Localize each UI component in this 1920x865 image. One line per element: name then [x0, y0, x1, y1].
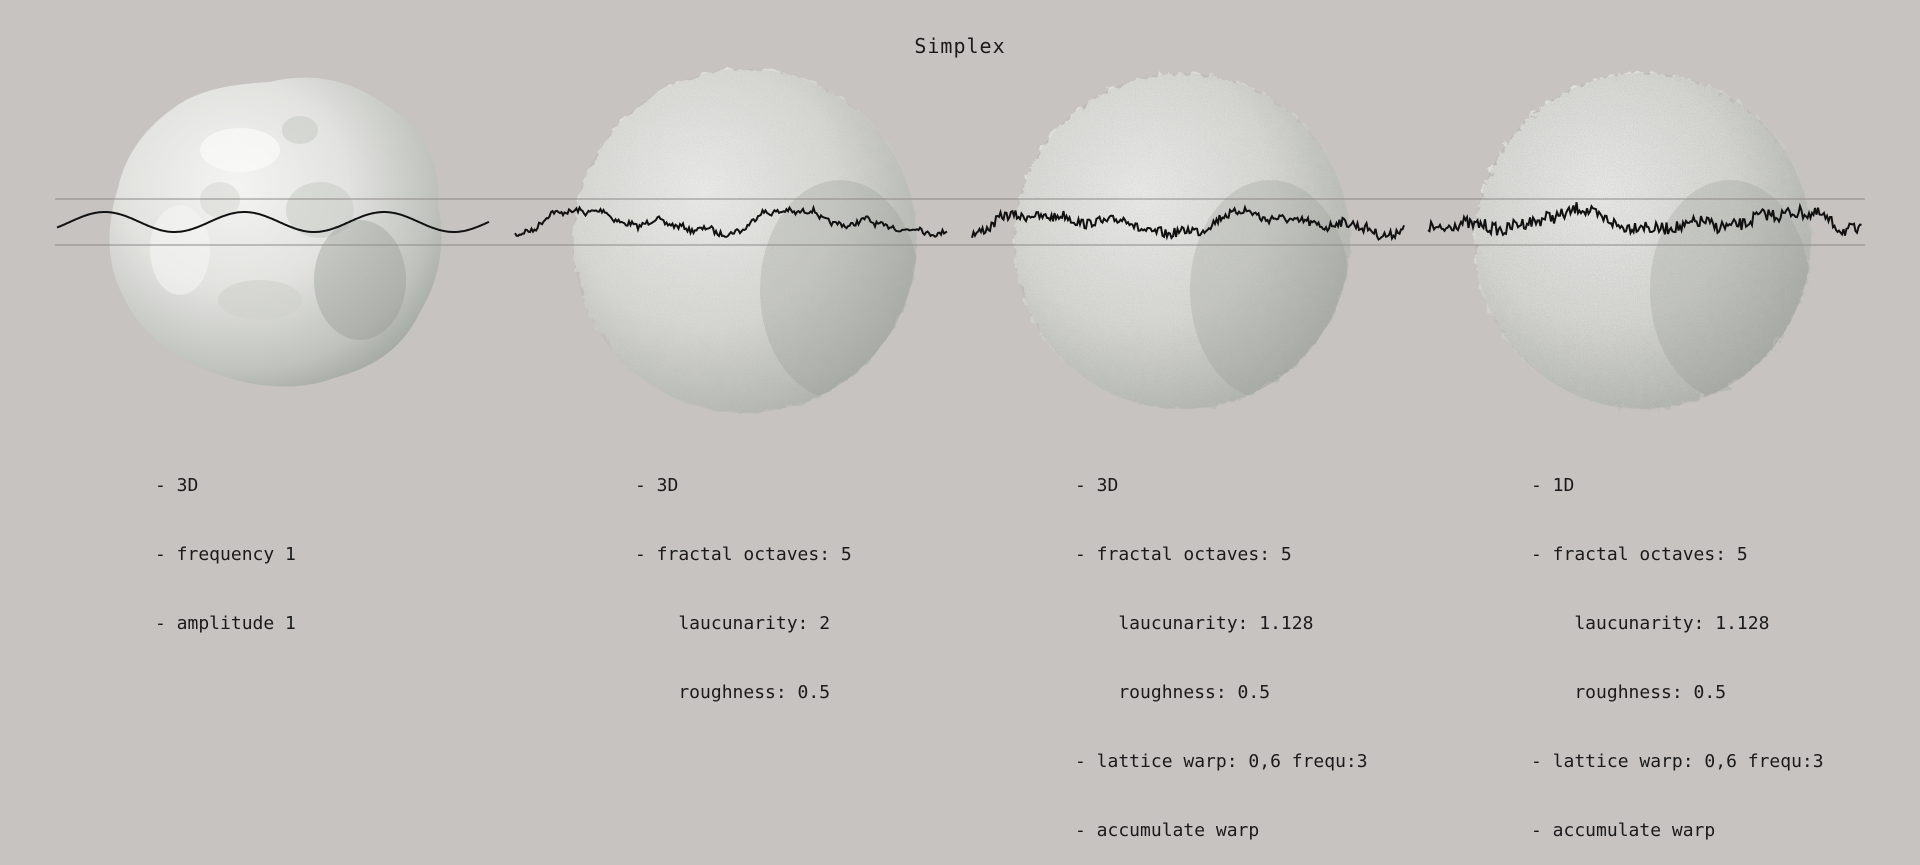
noise-spheres-figure — [55, 69, 1865, 413]
caption-line: roughness: 0.5 — [635, 682, 831, 703]
caption-line: - frequency 1 — [155, 544, 296, 565]
sphere-fractal-lattice-warp-1d — [1475, 73, 1811, 409]
sphere-smooth-3d — [109, 77, 442, 387]
caption-line: laucunarity: 2 — [635, 613, 831, 634]
caption-line: - 3D — [155, 475, 199, 496]
caption-line: - lattice warp: 0,6 frequ:3 — [1531, 751, 1824, 772]
caption-line: - 3D — [635, 475, 679, 496]
sphere-fractal-3d — [573, 69, 917, 413]
caption-line: - accumulate warp — [1531, 820, 1716, 841]
page-title: Simplex — [914, 34, 1006, 58]
noise-curve-1 — [56, 211, 490, 233]
caption-line: - 3D — [1075, 475, 1119, 496]
caption-line: laucunarity: 1.128 — [1531, 613, 1770, 634]
sphere-fractal-lattice-warp-3d — [1014, 73, 1350, 409]
noise-curve-3 — [971, 204, 1405, 242]
caption-panel-2: - 3D - fractal octaves: 5 laucunarity: 2… — [635, 428, 852, 727]
caption-line: roughness: 0.5 — [1531, 682, 1727, 703]
caption-line: - accumulate warp — [1075, 820, 1260, 841]
caption-panel-1: - 3D - frequency 1 - amplitude 1 — [155, 428, 296, 658]
noise-curve-4 — [1427, 202, 1862, 237]
caption-panel-3: - 3D - fractal octaves: 5 laucunarity: 1… — [1075, 428, 1368, 865]
caption-line: - 1D — [1531, 475, 1575, 496]
caption-line: laucunarity: 1.128 — [1075, 613, 1314, 634]
caption-panel-4: - 1D - fractal octaves: 5 laucunarity: 1… — [1531, 428, 1824, 865]
caption-line: - fractal octaves: 5 — [1075, 544, 1292, 565]
caption-line: - fractal octaves: 5 — [1531, 544, 1748, 565]
caption-line: roughness: 0.5 — [1075, 682, 1271, 703]
caption-line: - fractal octaves: 5 — [635, 544, 852, 565]
caption-line: - amplitude 1 — [155, 613, 296, 634]
noise-curve-2 — [514, 204, 948, 238]
caption-line: - lattice warp: 0,6 frequ:3 — [1075, 751, 1368, 772]
